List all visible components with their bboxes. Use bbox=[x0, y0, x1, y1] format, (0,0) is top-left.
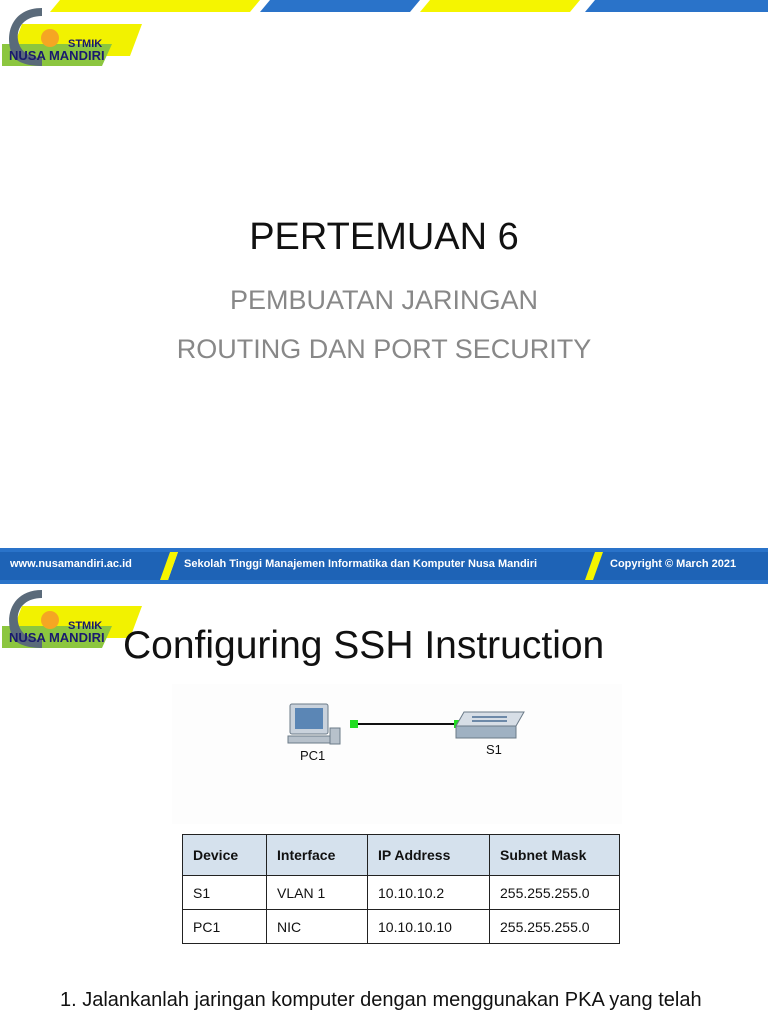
col-subnet-mask: Subnet Mask bbox=[489, 834, 620, 876]
col-interface: Interface bbox=[266, 834, 368, 876]
table-row: PC1 NIC 10.10.10.10 255.255.255.0 bbox=[182, 909, 620, 944]
logo-stmik-text-2: STMIK bbox=[68, 620, 103, 632]
slide-title: STMIK NUSA MANDIRI PERTEMUAN 6 PEMBUATAN… bbox=[2, 0, 768, 364]
footer-website: www.nusamandiri.ac.id bbox=[10, 558, 132, 570]
cell-mask: 255.255.255.0 bbox=[489, 875, 620, 910]
cell-device: PC1 bbox=[182, 909, 267, 944]
cell-ip: 10.10.10.10 bbox=[367, 909, 490, 944]
cell-mask: 255.255.255.0 bbox=[489, 909, 620, 944]
cell-ip: 10.10.10.2 bbox=[367, 875, 490, 910]
stmik-logo-2: STMIK NUSA MANDIRI bbox=[2, 586, 142, 648]
footer-copyright: Copyright © March 2021 bbox=[610, 558, 737, 570]
addressing-table: Device Interface IP Address Subnet Mask … bbox=[182, 834, 620, 944]
table-header-row: Device Interface IP Address Subnet Mask bbox=[182, 834, 620, 876]
stmik-logo: STMIK NUSA MANDIRI bbox=[2, 4, 142, 66]
network-topology: PC1 S1 bbox=[172, 684, 622, 824]
col-device: Device bbox=[182, 834, 267, 876]
footer-banner: www.nusamandiri.ac.id Sekolah Tinggi Man… bbox=[0, 548, 768, 584]
cell-device: S1 bbox=[182, 875, 267, 910]
logo-stmik-text: STMIK bbox=[68, 38, 103, 50]
slide-ssh-title: Configuring SSH Instruction bbox=[123, 624, 605, 667]
instruction-text: 1. Jalankanlah jaringan komputer dengan … bbox=[60, 989, 702, 1011]
top-stripe bbox=[50, 0, 768, 12]
subtitle-line-2: ROUTING DAN PORT SECURITY bbox=[176, 334, 592, 364]
pc-icon bbox=[287, 703, 341, 745]
slide-ssh: STMIK NUSA MANDIRI Configuring SSH Instr… bbox=[0, 584, 768, 1024]
col-ip-address: IP Address bbox=[367, 834, 490, 876]
table-row: S1 VLAN 1 10.10.10.2 255.255.255.0 bbox=[182, 875, 620, 910]
slide-title-text: PERTEMUAN 6 bbox=[249, 216, 519, 258]
pc1-label: PC1 bbox=[300, 748, 326, 763]
logo-nusa-text: NUSA MANDIRI bbox=[9, 48, 105, 63]
s1-label: S1 bbox=[486, 742, 502, 757]
cell-interface: VLAN 1 bbox=[266, 875, 368, 910]
switch-icon bbox=[455, 711, 525, 739]
cell-interface: NIC bbox=[266, 909, 368, 944]
logo-nusa-text-2: NUSA MANDIRI bbox=[9, 630, 105, 645]
footer-institution: Sekolah Tinggi Manajemen Informatika dan… bbox=[184, 558, 538, 570]
subtitle-line-1: PEMBUATAN JARINGAN bbox=[229, 285, 539, 315]
